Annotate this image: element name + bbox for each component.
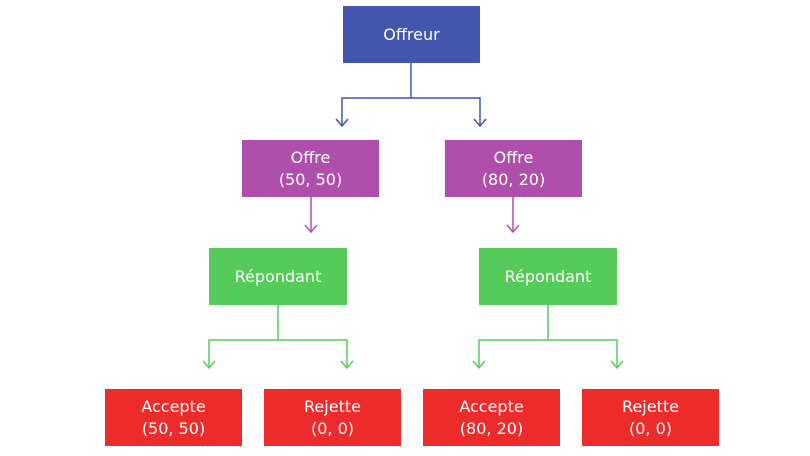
connector-offre-a-to-repondant-a	[304, 197, 318, 234]
node-offre-50-50: Offre (50, 50)	[242, 140, 379, 197]
node-rejette-right-title: Rejette	[622, 396, 679, 416]
node-rejette-right-payoff: (0, 0)	[628, 418, 672, 438]
node-rejette-left: Rejette (0, 0)	[264, 389, 401, 446]
node-repondant-left-label: Répondant	[234, 266, 322, 286]
connector-repondant-b-to-outcomes	[472, 305, 624, 370]
node-accepte-50-50-title: Accepte	[141, 396, 206, 416]
node-repondant-left: Répondant	[209, 248, 347, 305]
node-offre-80-20: Offre (80, 20)	[445, 140, 582, 197]
node-accepte-50-50: Accepte (50, 50)	[105, 389, 242, 446]
connector-repondant-a-to-outcomes	[202, 305, 354, 370]
node-offreur: Offreur	[343, 6, 480, 63]
node-offre-50-50-payoff: (50, 50)	[278, 169, 343, 189]
node-accepte-80-20: Accepte (80, 20)	[423, 389, 560, 446]
node-offre-50-50-title: Offre	[290, 147, 331, 167]
connector-offre-b-to-repondant-b	[506, 197, 520, 234]
node-accepte-50-50-payoff: (50, 50)	[141, 418, 206, 438]
node-rejette-right: Rejette (0, 0)	[582, 389, 719, 446]
node-repondant-right-label: Répondant	[504, 266, 592, 286]
node-offre-80-20-payoff: (80, 20)	[481, 169, 546, 189]
node-rejette-left-payoff: (0, 0)	[310, 418, 354, 438]
node-offre-80-20-title: Offre	[493, 147, 534, 167]
node-offreur-label: Offreur	[383, 24, 440, 44]
node-repondant-right: Répondant	[479, 248, 617, 305]
connector-offreur-to-offres	[335, 63, 487, 128]
node-accepte-80-20-title: Accepte	[459, 396, 524, 416]
node-accepte-80-20-payoff: (80, 20)	[459, 418, 524, 438]
node-rejette-left-title: Rejette	[304, 396, 361, 416]
